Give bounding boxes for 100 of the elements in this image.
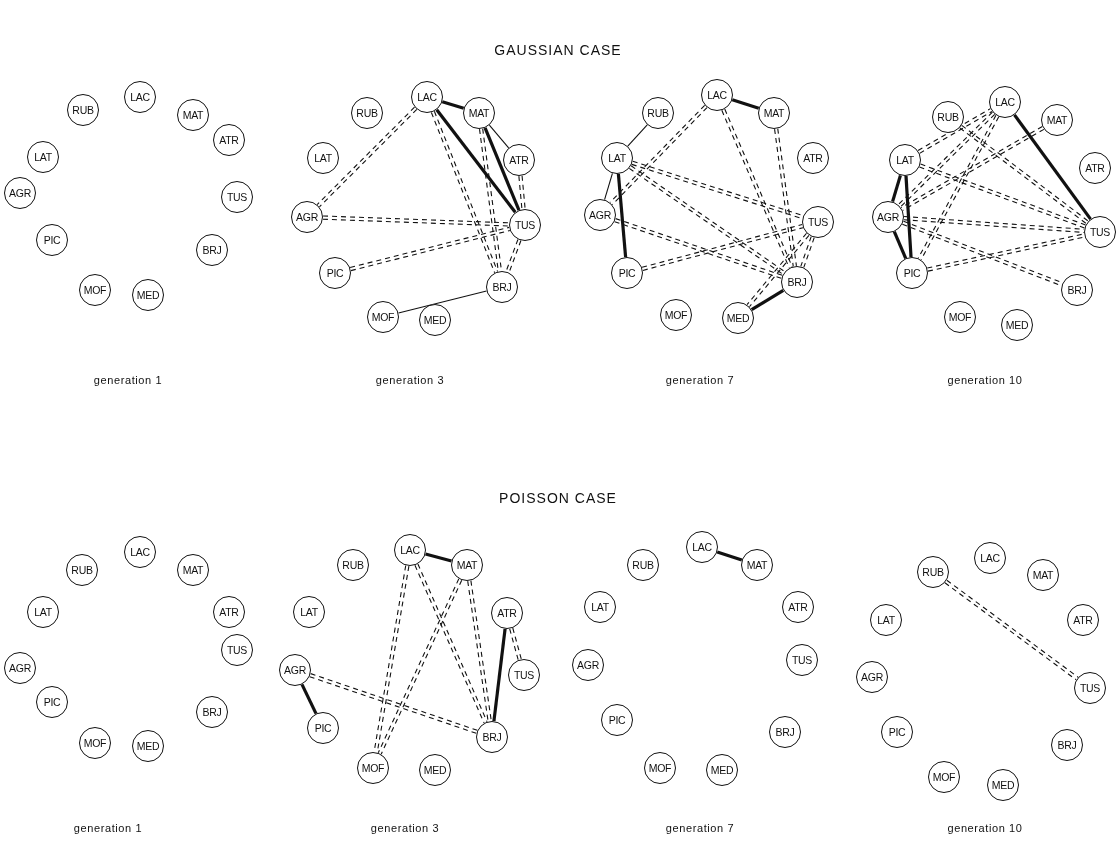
- site-node: BRJ: [781, 266, 813, 298]
- connector-line: [750, 288, 785, 312]
- site-node: TUS: [1074, 672, 1106, 704]
- connector-line: [441, 100, 465, 110]
- panel-caption: generation 7: [665, 822, 735, 834]
- connector-line: [614, 218, 783, 279]
- site-node: LAT: [27, 596, 59, 628]
- connector-line: [505, 238, 522, 274]
- site-node: PIC: [36, 224, 68, 256]
- connector-line: [897, 111, 996, 208]
- connector-line: [435, 108, 517, 214]
- site-node: LAT: [307, 142, 339, 174]
- site-node: BRJ: [769, 716, 801, 748]
- site-node: MAT: [1041, 104, 1073, 136]
- connector-line: [518, 175, 526, 210]
- connector-line: [716, 550, 743, 562]
- site-node: MAT: [177, 554, 209, 586]
- site-node: MED: [1001, 309, 1033, 341]
- connector-line: [425, 552, 452, 563]
- site-node: LAT: [293, 596, 325, 628]
- connector-line: [349, 226, 511, 272]
- site-node: AGR: [279, 654, 311, 686]
- connector-line: [509, 627, 522, 661]
- site-node: LAT: [584, 591, 616, 623]
- site-node: MOF: [660, 299, 692, 331]
- site-node: LAC: [686, 531, 718, 563]
- site-node: MED: [419, 304, 451, 336]
- panel-caption: generation 10: [947, 374, 1023, 386]
- site-node: LAC: [701, 79, 733, 111]
- site-node: MED: [706, 754, 738, 786]
- connector-line: [959, 124, 1089, 225]
- panel-caption: generation 7: [665, 374, 735, 386]
- connector-line: [891, 174, 902, 203]
- site-node: LAT: [870, 604, 902, 636]
- site-node: BRJ: [196, 234, 228, 266]
- site-node: MAT: [463, 97, 495, 129]
- connector-line: [430, 110, 499, 274]
- site-node: RUB: [627, 549, 659, 581]
- site-node: MED: [132, 279, 164, 311]
- site-node: MOF: [928, 761, 960, 793]
- section-heading: POISSON CASE: [499, 490, 617, 506]
- site-node: RUB: [66, 554, 98, 586]
- site-node: MOF: [367, 301, 399, 333]
- site-node: RUB: [917, 556, 949, 588]
- site-node: LAC: [124, 81, 156, 113]
- site-node: MED: [419, 754, 451, 786]
- site-node: MED: [132, 730, 164, 762]
- site-node: BRJ: [486, 271, 518, 303]
- site-node: AGR: [4, 177, 36, 209]
- connector-line: [892, 231, 908, 259]
- connector-line: [918, 163, 1087, 229]
- site-node: LAT: [27, 141, 59, 173]
- site-node: PIC: [307, 712, 339, 744]
- panel-caption: generation 3: [375, 374, 445, 386]
- site-node: MOF: [79, 727, 111, 759]
- site-node: ATR: [797, 142, 829, 174]
- panel-caption: generation 10: [947, 822, 1023, 834]
- connector-line: [483, 127, 521, 211]
- connector-line: [641, 224, 804, 271]
- site-node: MED: [987, 769, 1019, 801]
- site-node: AGR: [572, 649, 604, 681]
- connector-line: [731, 98, 760, 110]
- panel-caption: generation 1: [93, 374, 163, 386]
- site-node: MED: [722, 302, 754, 334]
- section-heading: GAUSSIAN CASE: [494, 42, 622, 58]
- site-node: TUS: [786, 644, 818, 676]
- connector-line: [488, 124, 510, 149]
- connector-line: [944, 579, 1079, 681]
- site-node: MAT: [741, 549, 773, 581]
- site-node: RUB: [351, 97, 383, 129]
- site-node: TUS: [802, 206, 834, 238]
- site-node: ATR: [1079, 152, 1111, 184]
- site-node: BRJ: [1051, 729, 1083, 761]
- site-node: AGR: [872, 201, 904, 233]
- site-node: MAT: [451, 549, 483, 581]
- connector-line: [604, 172, 613, 201]
- connector-line: [774, 128, 797, 267]
- connector-line: [900, 126, 1045, 211]
- site-node: ATR: [213, 124, 245, 156]
- connector-line: [746, 232, 810, 308]
- site-node: PIC: [319, 257, 351, 289]
- site-node: LAC: [394, 534, 426, 566]
- site-node: LAT: [601, 142, 633, 174]
- connector-line: [467, 580, 492, 722]
- site-node: AGR: [4, 652, 36, 684]
- connector-line: [627, 124, 648, 147]
- site-node: PIC: [896, 257, 928, 289]
- site-node: RUB: [932, 101, 964, 133]
- site-node: AGR: [291, 201, 323, 233]
- site-node: LAC: [411, 81, 443, 113]
- site-node: ATR: [1067, 604, 1099, 636]
- site-node: RUB: [67, 94, 99, 126]
- site-node: RUB: [337, 549, 369, 581]
- panel-caption: generation 1: [73, 822, 143, 834]
- site-node: ATR: [491, 597, 523, 629]
- site-node: LAT: [889, 144, 921, 176]
- site-node: AGR: [584, 199, 616, 231]
- connector-line: [616, 173, 628, 258]
- connector-line: [377, 578, 463, 755]
- site-node: MAT: [1027, 559, 1059, 591]
